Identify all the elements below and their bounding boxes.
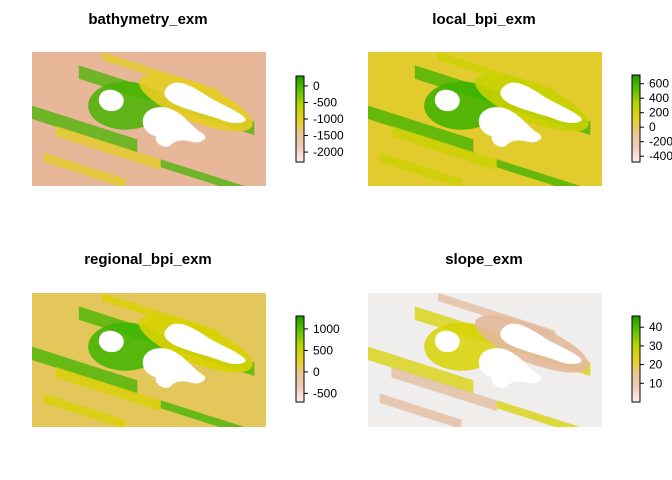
legend-tick-label: 0 bbox=[313, 365, 320, 379]
legend-tick-label: -500 bbox=[313, 95, 337, 109]
island-na-area bbox=[142, 107, 206, 147]
island-na-area bbox=[98, 89, 124, 112]
legend-tick-label: -200 bbox=[649, 135, 672, 149]
legend-tick-label: 500 bbox=[313, 343, 333, 357]
raster-map bbox=[32, 52, 266, 186]
legend-tick-label: -1000 bbox=[313, 112, 344, 126]
legend-tick-label: -1500 bbox=[313, 129, 344, 143]
island-na-area bbox=[434, 89, 460, 112]
island-na-area bbox=[434, 330, 460, 353]
raster-band bbox=[43, 393, 126, 427]
raster-band bbox=[160, 159, 245, 186]
panel-title: regional_bpi_exm bbox=[84, 251, 212, 268]
legend-tick-label: 0 bbox=[313, 79, 320, 93]
legend-tick-label: 0 bbox=[649, 120, 656, 134]
raster-band bbox=[368, 346, 474, 394]
raster-band bbox=[368, 105, 474, 153]
raster-band bbox=[43, 152, 126, 186]
legend-tick-label: 200 bbox=[649, 106, 669, 120]
island-na-area bbox=[142, 348, 206, 388]
legend-tick-label: 20 bbox=[649, 358, 663, 372]
panel-title: bathymetry_exm bbox=[88, 11, 207, 28]
legend-tick-label: -400 bbox=[649, 149, 672, 163]
island-na-area bbox=[500, 323, 582, 364]
legend-tick-label: 400 bbox=[649, 91, 669, 105]
island-na-area bbox=[478, 107, 542, 147]
raster-band bbox=[55, 366, 161, 412]
raster-map bbox=[32, 293, 266, 427]
legend-tick-label: 1000 bbox=[313, 322, 340, 336]
legend-tick-label: 600 bbox=[649, 77, 669, 91]
legend-tick-label: -2000 bbox=[313, 145, 344, 159]
raster-band bbox=[32, 105, 138, 153]
legend-colorbar bbox=[631, 74, 641, 163]
raster-band bbox=[55, 125, 161, 171]
panel-4: slope_exm 40 30 20 10 bbox=[368, 251, 663, 427]
legend-tick-label: 30 bbox=[649, 339, 663, 353]
raster-band bbox=[496, 159, 581, 186]
legend-tick-label: 40 bbox=[649, 320, 663, 334]
legend-colorbar bbox=[631, 315, 641, 403]
island-na-area bbox=[164, 82, 246, 123]
raster-band bbox=[379, 152, 462, 186]
island-na-area bbox=[478, 348, 542, 388]
raster-band bbox=[32, 346, 138, 394]
legend-colorbar bbox=[295, 315, 305, 403]
panel-1: bathymetry_exm 0 -500 -1000 -1500 -2000 bbox=[32, 11, 344, 186]
legend-tick-label: 10 bbox=[649, 376, 663, 390]
island-na-area bbox=[98, 330, 124, 353]
legend-colorbar bbox=[295, 75, 305, 163]
raster-band bbox=[496, 400, 581, 427]
raster-map bbox=[368, 293, 602, 427]
island-na-area bbox=[164, 323, 246, 364]
panel-title: local_bpi_exm bbox=[432, 11, 535, 28]
island-na-area bbox=[500, 82, 582, 123]
raster-band bbox=[391, 366, 497, 412]
raster-band bbox=[379, 393, 462, 427]
panel-title: slope_exm bbox=[445, 251, 523, 268]
raster-map bbox=[368, 52, 602, 186]
panel-3: regional_bpi_exm 1000 500 0 -500 bbox=[32, 251, 340, 427]
raster-band bbox=[391, 125, 497, 171]
raster-band bbox=[160, 400, 245, 427]
legend-tick-label: -500 bbox=[313, 386, 337, 400]
